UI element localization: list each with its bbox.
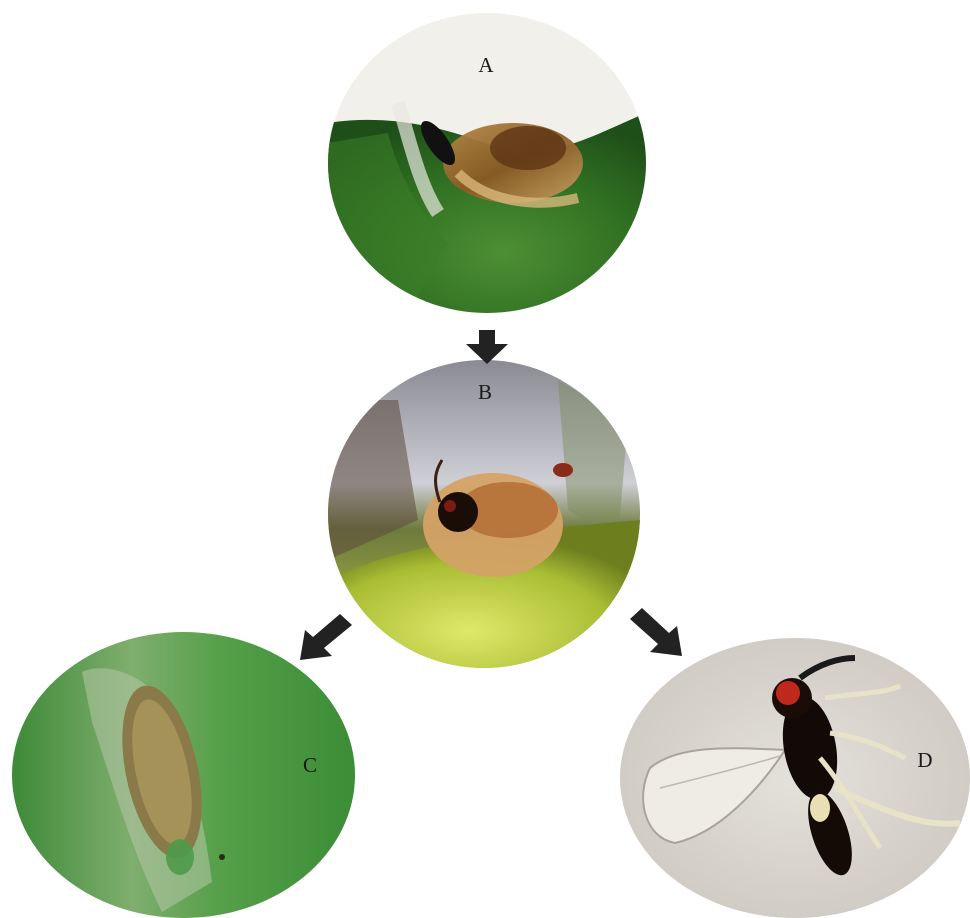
photo-b-parasitized-nymph bbox=[328, 360, 640, 668]
panel-label-d: D bbox=[910, 750, 940, 771]
photo-d-adult-wasp bbox=[620, 638, 970, 918]
arrow-down-right-icon bbox=[628, 606, 686, 658]
photo-panel-d bbox=[620, 638, 970, 918]
arrow-down-icon bbox=[466, 330, 508, 364]
photo-panel-b bbox=[328, 360, 640, 668]
panel-label-c: C bbox=[295, 755, 325, 776]
panel-label-b: B bbox=[470, 382, 500, 403]
arrow-down-left-icon bbox=[296, 612, 354, 662]
panel-label-a: A bbox=[471, 55, 501, 76]
